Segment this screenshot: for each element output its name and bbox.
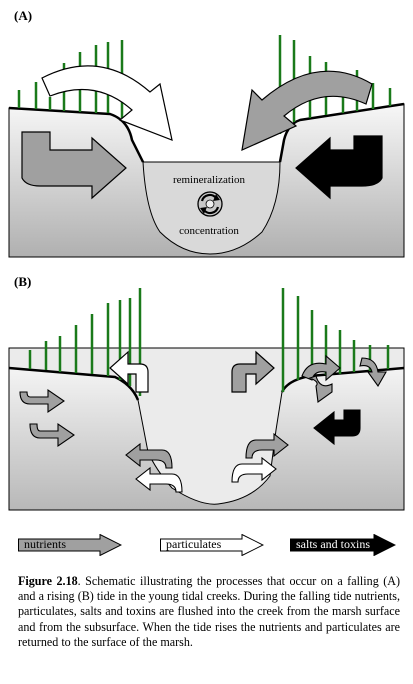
panel-b-particulate-arrow-wall-r2: [231, 456, 277, 483]
panel-b-label: (B): [14, 274, 32, 289]
panel-b-nutrient-arrow-bank: [231, 350, 275, 393]
panel-b-nutrient-arrow-sub-1: [19, 388, 65, 414]
particulates-arrow-icon: [160, 534, 264, 556]
concentration-label: concentration: [179, 225, 239, 237]
panel-b-nutrient-arrow-wall-l1: [125, 442, 173, 469]
panel-b-particulate-arrow-bank: [109, 350, 149, 393]
panel-a: remineralization concentration: [8, 35, 405, 258]
legend-particulates-label: particulates: [166, 537, 222, 551]
panel-a-nutrient-arrow-subsurface: [21, 131, 127, 200]
recycle-icon: [197, 191, 223, 217]
remineralization-label: remineralization: [173, 174, 246, 186]
legend-nutrients: nutrients: [18, 534, 122, 556]
panel-b-nutrient-arrow-marsh-3: [359, 357, 387, 388]
nutrients-arrow-icon: [18, 534, 122, 556]
panel-b-marsh-surface-left: [8, 366, 140, 401]
legend-particulates: particulates: [160, 534, 264, 556]
figure-caption: Figure 2.18. Schematic illustrating the …: [18, 574, 400, 650]
panel-a-particulate-arrow-curved: [41, 65, 173, 141]
salts-toxins-arrow-icon: [290, 534, 396, 556]
panel-b-nutrient-arrow-marsh-1: [301, 354, 341, 382]
legend-salts-toxins: salts and toxins: [290, 534, 396, 556]
panel-b-nutrient-arrow-marsh-2: [308, 375, 333, 403]
schematic-diagram: remineralization concentration: [8, 35, 405, 511]
panel-a-salt-arrow-subsurface: [295, 135, 383, 200]
panel-a-marsh-surface-left: [8, 106, 145, 163]
legend-nutrients-label: nutrients: [24, 537, 66, 551]
panel-b: [8, 288, 405, 511]
panel-b-nutrient-arrow-sub-2: [29, 422, 75, 448]
panel-a-nutrient-arrow-curved: [241, 70, 373, 152]
panel-b-particulate-arrow-wall-l2: [135, 466, 183, 493]
panel-b-nutrient-arrow-wall-r1: [245, 432, 289, 459]
figure-caption-text: . Schematic illustrating the processes t…: [18, 574, 400, 649]
panel-a-label: (A): [14, 8, 33, 23]
panel-b-salt-arrow-sub: [313, 409, 361, 446]
figure-caption-title: Figure 2.18: [18, 574, 78, 588]
legend-salts-toxins-label: salts and toxins: [296, 537, 370, 551]
